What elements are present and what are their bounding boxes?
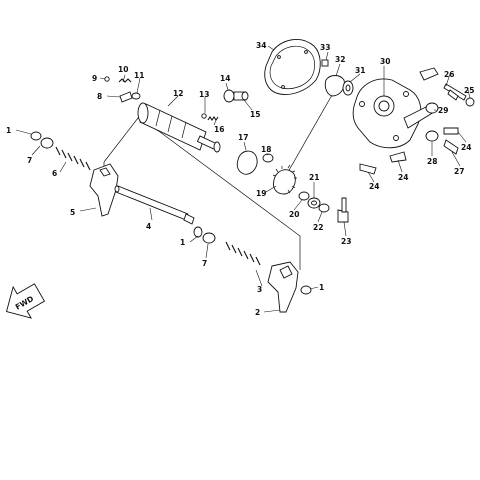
callout-7: 7 — [27, 156, 32, 165]
leader-c7a — [31, 145, 41, 156]
callout-18: 18 — [261, 145, 271, 154]
leader-c5 — [79, 207, 97, 212]
callout-20: 20 — [289, 210, 299, 219]
leader-c16 — [213, 119, 217, 126]
callout-33: 33 — [320, 43, 330, 52]
housing-bolts — [359, 83, 475, 175]
left-fork-assembly — [30, 131, 119, 217]
leader-c9 — [99, 77, 106, 80]
fork-shaft — [114, 185, 195, 225]
callout-12: 12 — [173, 89, 183, 98]
leader-c27 — [451, 151, 461, 167]
callout-21: 21 — [309, 173, 319, 182]
callout-11: 11 — [134, 71, 144, 80]
callout-24: 24 — [398, 173, 408, 182]
leader-c20 — [293, 199, 303, 211]
callout-31: 31 — [355, 66, 365, 75]
callout-5: 5 — [70, 208, 75, 217]
leader-c34 — [267, 45, 275, 51]
leader-c6 — [59, 161, 67, 173]
leader-c17 — [243, 141, 247, 151]
callout-1: 1 — [180, 238, 185, 247]
leader-c15 — [243, 99, 253, 111]
leader-c25 — [467, 89, 471, 99]
leader-c31 — [349, 73, 361, 83]
callout-14: 14 — [220, 74, 230, 83]
callout-30: 30 — [380, 57, 390, 66]
leader-c2 — [263, 309, 281, 313]
callout-13: 13 — [199, 90, 209, 99]
callout-24: 24 — [369, 182, 379, 191]
callout-25: 25 — [464, 86, 474, 95]
cover-shaft-parts — [321, 59, 354, 97]
callout-23: 23 — [341, 237, 351, 246]
callout-1: 1 — [319, 283, 324, 292]
leader-c19 — [265, 185, 277, 193]
callout-1: 1 — [6, 126, 11, 135]
callout-32: 32 — [335, 55, 345, 64]
leader-c24c — [457, 131, 467, 143]
leader-c8 — [106, 95, 121, 98]
leader-c14 — [225, 82, 229, 91]
leader-c24b — [397, 159, 403, 173]
callout-27: 27 — [454, 167, 464, 176]
leader-c7b — [205, 243, 209, 259]
callout-19: 19 — [256, 189, 266, 198]
fwd-direction-arrow: FWD — [5, 283, 46, 319]
callout-17: 17 — [238, 133, 248, 142]
callout-6: 6 — [52, 169, 57, 178]
leader-lines — [15, 45, 471, 313]
callout-10: 10 — [118, 65, 128, 74]
callout-15: 15 — [250, 110, 260, 119]
callout-2: 2 — [255, 308, 260, 317]
gearbox-cover — [264, 39, 321, 95]
right-fork-assembly — [193, 226, 312, 313]
leader-c11 — [136, 77, 141, 94]
callout-22: 22 — [313, 223, 323, 232]
callout-26: 26 — [444, 70, 454, 79]
callout-7: 7 — [202, 259, 207, 268]
leader-c12 — [167, 95, 179, 107]
shift-drum — [137, 102, 221, 153]
guide-line-upper-right — [159, 131, 301, 270]
callout-4: 4 — [146, 222, 151, 231]
guide-line-cover-shaft — [279, 87, 337, 187]
leader-c18 — [265, 153, 269, 156]
drum-stopper-parts — [201, 89, 249, 121]
leader-c1a — [15, 129, 32, 135]
leader-c24a — [367, 171, 375, 183]
leader-c1b — [189, 235, 199, 243]
leader-c10 — [122, 74, 126, 83]
leader-c23 — [343, 221, 347, 237]
callout-28: 28 — [427, 157, 437, 166]
callout-29: 29 — [438, 106, 448, 115]
callout-8: 8 — [97, 92, 102, 101]
leader-c32 — [335, 63, 341, 77]
callout-16: 16 — [214, 125, 224, 134]
leader-c1c — [309, 286, 319, 290]
shift-housing — [352, 67, 439, 149]
leader-c22 — [317, 211, 323, 223]
callout-9: 9 — [92, 74, 97, 83]
callout-34: 34 — [256, 41, 266, 50]
callout-24: 24 — [461, 143, 471, 152]
callout-labels: 1 1 1 2 3 4 5 6 7 7 8 9 10 11 12 13 14 1… — [6, 41, 474, 317]
leader-c4 — [149, 207, 153, 221]
leader-c3 — [255, 269, 263, 287]
washers-and-bolt — [298, 191, 349, 223]
leader-c26 — [445, 73, 451, 87]
drum-gear-parts — [236, 150, 297, 195]
leader-c33 — [325, 51, 329, 61]
callout-3: 3 — [257, 285, 262, 294]
detent-parts — [104, 76, 141, 103]
